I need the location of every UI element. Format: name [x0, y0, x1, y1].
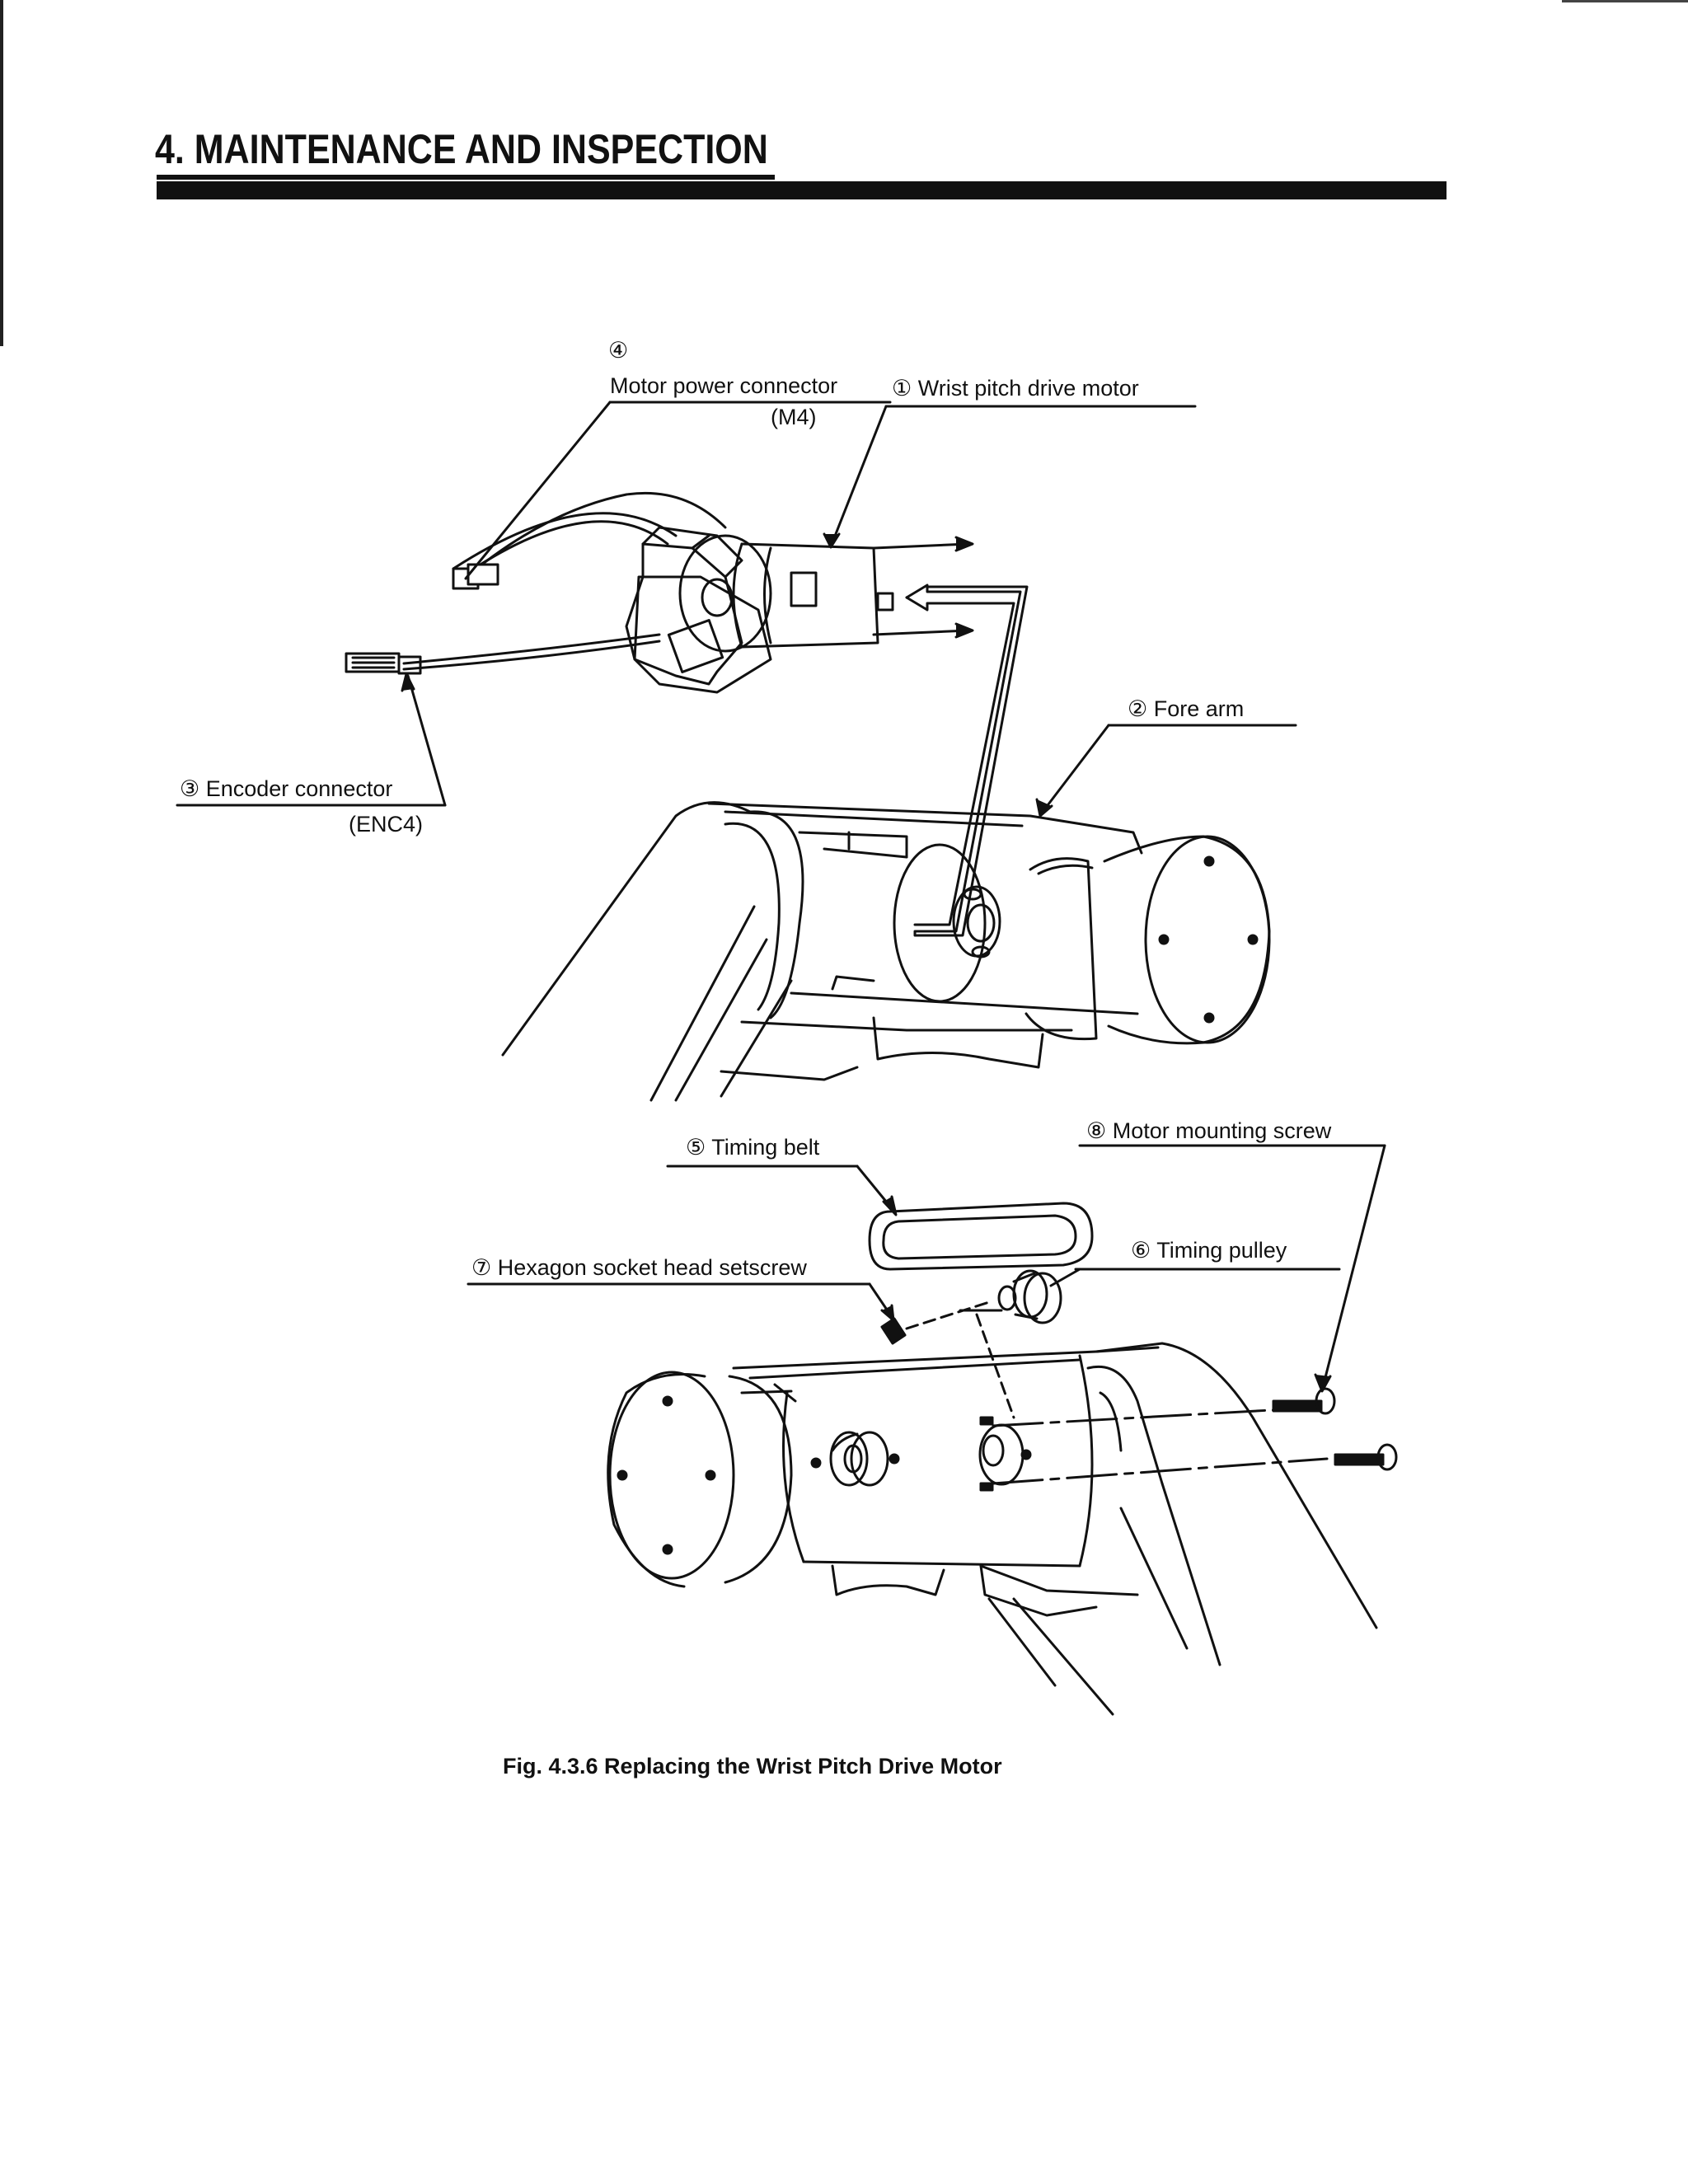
- section-title: 4. MAINTENANCE AND INSPECTION: [155, 126, 768, 172]
- timing-belt-part: [868, 1202, 1094, 1271]
- section-rule: [157, 181, 1447, 199]
- timing-pulley-label: ⑥ Timing pulley: [1131, 1238, 1287, 1263]
- wrist-pitch-drive-motor-drawing: [345, 491, 1029, 937]
- figure-caption: Fig. 4.3.6 Replacing the Wrist Pitch Dri…: [503, 1754, 1002, 1779]
- motor-mounting-screw-label: ⑧ Motor mounting screw: [1086, 1118, 1332, 1143]
- wrist-pitch-drive-motor-label: ① Wrist pitch drive motor: [892, 376, 1139, 401]
- timing-pulley-part: [997, 1269, 1062, 1324]
- leader-lines-upper: [176, 401, 1297, 818]
- motor-mounting-screw-part: [1272, 1387, 1398, 1471]
- enc4-label: (ENC4): [349, 812, 424, 837]
- fore-arm-label: ② Fore arm: [1128, 696, 1245, 721]
- hexagon-setscrew-label: ⑦ Hexagon socket head setscrew: [471, 1255, 807, 1280]
- fore-arm-drawing: [501, 801, 1271, 1102]
- motor-power-connector-label: Motor power connector: [610, 373, 838, 398]
- section-rule-thin: [157, 175, 775, 180]
- encoder-connector-label: ③ Encoder connector: [180, 776, 393, 801]
- leader-lines-lower: [467, 1144, 1386, 1393]
- scan-corner-mark: [1562, 0, 1688, 2]
- hexagon-setscrew-part: [880, 1317, 907, 1345]
- callout-number-4: ④: [608, 338, 629, 363]
- m4-label: (M4): [771, 405, 817, 429]
- scan-edge-line: [0, 0, 3, 346]
- lower-assembly-drawing: [607, 1202, 1398, 1716]
- timing-belt-label: ⑤ Timing belt: [686, 1135, 820, 1160]
